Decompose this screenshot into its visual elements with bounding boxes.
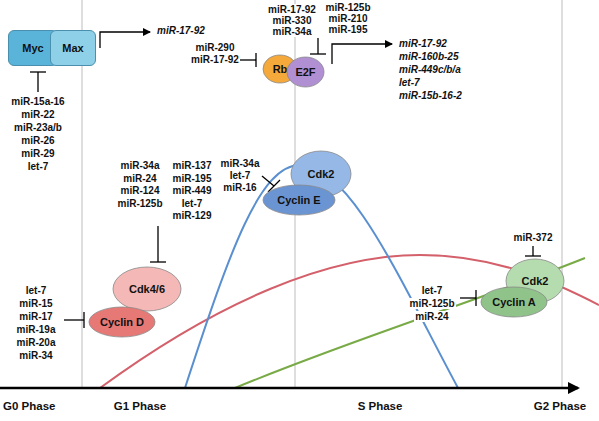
- mirna-label: miR-160b-25: [398, 51, 459, 62]
- phase-label: G2 Phase: [533, 400, 587, 413]
- protein-ellipse: Cdk4/6: [112, 266, 182, 312]
- mirna-label: miR-34a: [272, 26, 313, 37]
- inhibition-bars: [30, 38, 541, 328]
- protein-ellipse: Cyclin E: [262, 184, 336, 216]
- mirna-label: miR-19a: [16, 324, 57, 335]
- mirna-label: miR-29: [20, 148, 55, 159]
- mirna-label: miR-137: [172, 160, 213, 171]
- phase-dividers: [82, 0, 562, 388]
- mirna-label: miR-16: [222, 182, 257, 193]
- mirna-label: miR-22: [20, 109, 55, 120]
- protein-name: Myc: [22, 42, 43, 54]
- protein-box: Max: [50, 30, 96, 66]
- mirna-label: miR-15: [18, 298, 53, 309]
- mirna-label: miR-17-92: [190, 54, 240, 65]
- mirna-label: miR-20a: [16, 337, 57, 348]
- protein-name: Cdk4/6: [129, 283, 165, 295]
- protein-ellipse: E2F: [286, 56, 325, 88]
- mirna-label: let-7: [25, 285, 48, 296]
- mirna-label: let-7: [27, 161, 50, 172]
- mirna-label: miR-17-92: [156, 25, 206, 36]
- mirna-label: miR-290: [195, 42, 236, 53]
- mirna-label: miR-330: [272, 15, 313, 26]
- phase-label: G1 Phase: [113, 400, 167, 413]
- mirna-label: miR-372: [513, 232, 554, 243]
- mirna-label: let-7: [229, 170, 252, 181]
- mirna-label: miR-17-92: [267, 4, 317, 15]
- activation-arrows: [100, 32, 392, 64]
- mirna-label: miR-125b: [408, 298, 455, 309]
- cyclin-curves: [100, 165, 599, 388]
- mirna-label: miR-15a-16: [10, 96, 65, 107]
- mirna-label: miR-23a/b: [13, 122, 63, 133]
- mirna-label: miR-34: [18, 350, 53, 361]
- phase-label: G0 Phase: [2, 400, 56, 413]
- protein-ellipse: Cyclin A: [480, 286, 548, 318]
- time-axis: [0, 387, 578, 390]
- mirna-label: miR-34a: [120, 160, 161, 171]
- mirna-label: miR-449: [172, 185, 213, 196]
- protein-name: Max: [62, 42, 83, 54]
- protein-name: Cdk2: [522, 275, 549, 287]
- mirna-label: miR-34a: [220, 158, 261, 169]
- mirna-label: miR-17: [18, 311, 53, 322]
- mirna-label: miR-195: [172, 173, 213, 184]
- protein-name: Cdk2: [308, 168, 335, 180]
- mirna-label: miR-449c/b/a: [398, 64, 462, 75]
- mirna-label: let-7: [398, 77, 421, 88]
- protein-ellipse: Cyclin D: [88, 306, 156, 338]
- mirna-label: miR-125b: [324, 2, 371, 13]
- mirna-label: miR-124: [120, 185, 161, 196]
- mirna-label: miR-26: [20, 135, 55, 146]
- mirna-label: let-7: [181, 198, 204, 209]
- mirna-label: miR-24: [122, 173, 157, 184]
- mirna-label: miR-195: [328, 24, 369, 35]
- mirna-label: miR-24: [414, 311, 449, 322]
- protein-name: Cyclin E: [277, 194, 320, 206]
- mirna-label: let-7: [421, 285, 444, 296]
- mirna-label: miR-17-92: [398, 38, 448, 49]
- mirna-label: miR-125b: [116, 198, 163, 209]
- mirna-label: miR-210: [328, 13, 369, 24]
- protein-name: Rb: [273, 63, 288, 75]
- phase-label: S Phase: [357, 400, 404, 413]
- protein-name: Cyclin D: [100, 316, 144, 328]
- protein-name: E2F: [295, 66, 315, 78]
- mirna-label: miR-15b-16-2: [398, 90, 463, 101]
- mirna-label: miR-129: [172, 210, 213, 221]
- protein-name: Cyclin A: [492, 296, 536, 308]
